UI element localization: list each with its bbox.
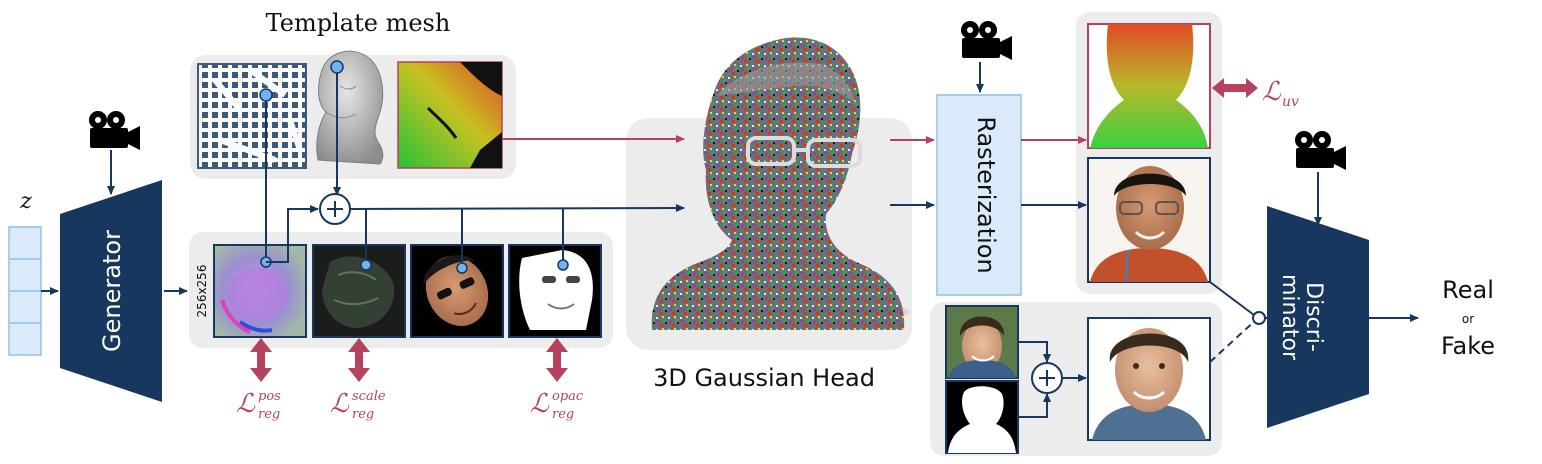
svg-text:reg: reg — [352, 407, 374, 422]
opac-regularization-loss: ℒ opac reg — [530, 389, 584, 422]
output-real-label: Real — [1442, 276, 1494, 304]
camera-icon — [961, 21, 1012, 60]
svg-text:reg: reg — [258, 407, 280, 422]
pos-loss-double-arrow — [250, 338, 272, 382]
mesh-sample-point — [330, 60, 344, 74]
plus-icon — [319, 193, 351, 225]
scale-sample-point — [360, 259, 372, 271]
switch-junction — [1252, 311, 1266, 325]
svg-text:uv: uv — [1282, 94, 1299, 110]
link-mask-to-plus — [1018, 393, 1051, 418]
color-map — [410, 244, 504, 338]
opac-loss-double-arrow — [546, 338, 568, 382]
generator-block — [60, 180, 162, 402]
svg-text:ℒ: ℒ — [530, 389, 550, 419]
resolution-label: 256x256 — [195, 265, 209, 318]
pos-regularization-loss: ℒ pos reg — [236, 389, 281, 422]
rasterization-block — [936, 94, 1022, 296]
real-mask — [945, 380, 1019, 454]
link-real-to-junction — [1209, 317, 1259, 363]
opacity-map — [508, 244, 602, 338]
discriminator-label-line1: Discri- — [1301, 282, 1326, 352]
rendered-uv-image — [1087, 23, 1211, 149]
arrow-plus-to-gaussian-head — [349, 204, 685, 213]
uv-loss-double-arrow — [1212, 78, 1258, 98]
svg-text:ℒ: ℒ — [236, 389, 256, 419]
position-offset-map — [213, 244, 307, 338]
link-fake-to-junction — [1209, 281, 1259, 319]
output-or-label: or — [1462, 312, 1474, 326]
real-photo — [945, 305, 1019, 379]
opacity-sample-point — [557, 259, 569, 271]
camera-icon — [1295, 131, 1346, 170]
svg-text:scale: scale — [352, 389, 386, 404]
discriminator-block — [1267, 206, 1369, 428]
uv-position-map — [397, 61, 503, 169]
camera-icon — [89, 111, 140, 150]
gaussian-head-render — [650, 37, 910, 330]
template-mesh-label: Template mesh — [266, 9, 451, 37]
svg-text:ℒ: ℒ — [330, 389, 350, 419]
rasterization-label: Rasterization — [972, 116, 1000, 273]
svg-text:pos: pos — [258, 389, 281, 404]
template-head-mesh — [316, 50, 384, 165]
uv-loss: ℒ uv — [1262, 77, 1299, 110]
latent-vector — [8, 226, 42, 356]
svg-text:ℒ: ℒ — [1262, 77, 1282, 107]
latent-z-label: z — [19, 189, 32, 214]
scale-loss-double-arrow — [348, 338, 370, 382]
uv-sampling-grid — [197, 63, 307, 169]
svg-text:reg: reg — [552, 407, 574, 422]
color-sample-point — [456, 262, 468, 274]
rendered-rgb-image — [1087, 157, 1211, 283]
gaussian-head-label: 3D Gaussian Head — [653, 364, 875, 392]
discriminator-label-line2: minator — [1277, 274, 1302, 361]
scale-map — [312, 244, 406, 338]
link-photo-to-plus — [1018, 341, 1051, 363]
svg-text:opac: opac — [552, 389, 584, 404]
generator-label: Generator — [98, 230, 126, 352]
output-fake-label: Fake — [1441, 332, 1495, 360]
masked-real-image — [1087, 317, 1211, 441]
grid-sample-point — [259, 88, 273, 102]
scale-regularization-loss: ℒ scale reg — [330, 389, 386, 422]
link-position-to-plus — [266, 205, 319, 263]
plus-icon — [1031, 362, 1063, 394]
